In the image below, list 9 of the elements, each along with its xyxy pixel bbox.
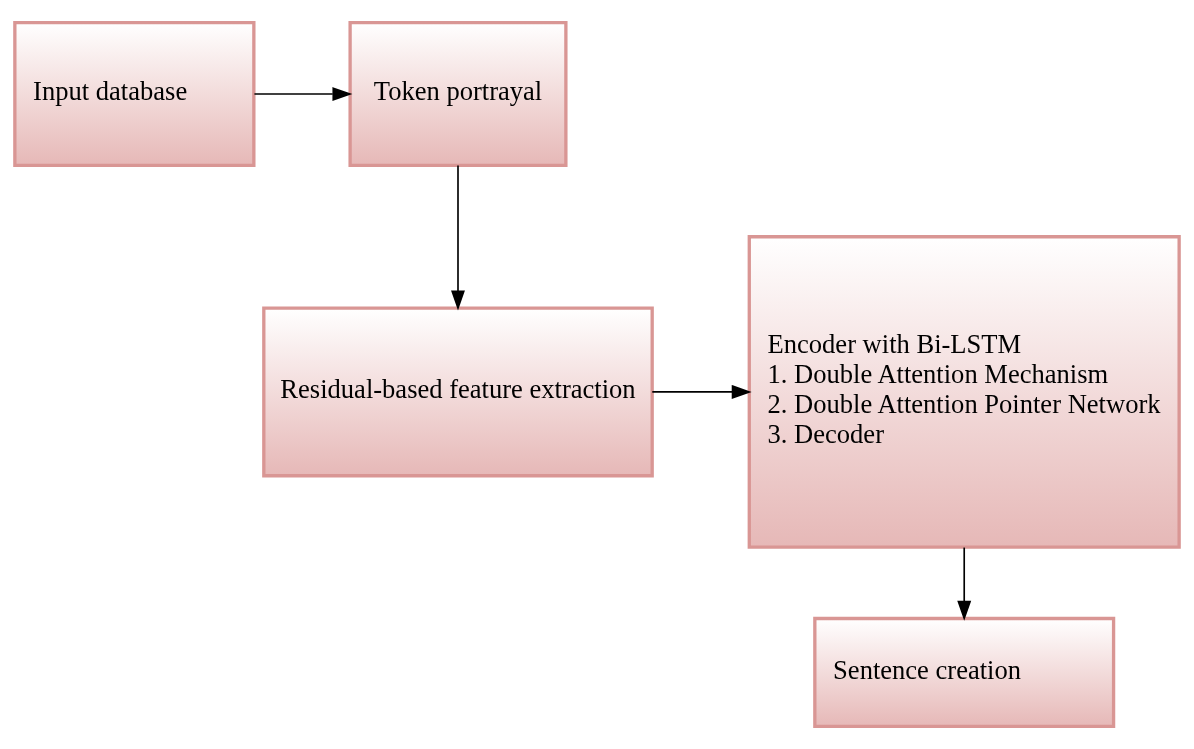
node-box: Residual-based feature extraction: [262, 306, 654, 478]
node-box: Input database: [13, 21, 256, 168]
node-box: Sentence creation: [813, 616, 1116, 728]
arrow: [957, 546, 972, 621]
arrow: [451, 164, 465, 311]
node-box: Encoder with Bi-LSTM 1. Double Attention Mechanism 2. Double Attention Pointer Network 3. Decoder: [747, 235, 1181, 549]
arrow: [651, 384, 752, 399]
arrow: [253, 87, 353, 101]
node-box: Token portrayal: [348, 21, 568, 168]
